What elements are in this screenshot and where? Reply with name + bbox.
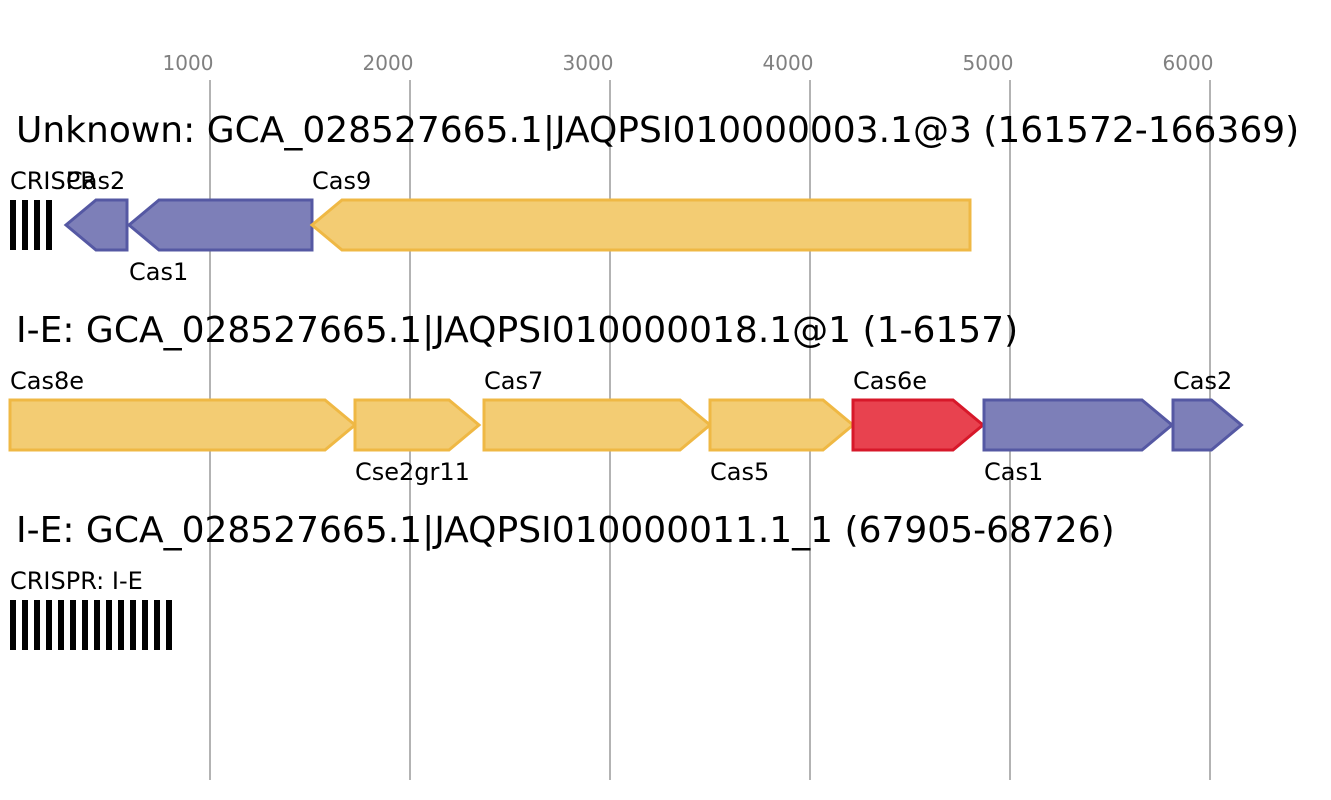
crispr-repeat: [46, 200, 52, 250]
gene-arrow-cas1: [126, 198, 314, 252]
crispr-repeat: [10, 600, 16, 650]
gene-arrow-cas2: [1171, 398, 1244, 452]
crispr-repeat: [94, 600, 100, 650]
axis-tick-labels: 1000 2000 3000 4000 5000 6000: [163, 51, 1214, 75]
crispr-label: CRISPR: [10, 167, 97, 195]
axis-tick-label: 4000: [763, 51, 814, 75]
crispr-repeat: [46, 600, 52, 650]
crispr-repeat: [154, 600, 160, 650]
track-title: I-E: GCA_028527665.1|JAQPSI010000018.1@1…: [16, 310, 1018, 351]
crispr-array: [10, 600, 172, 650]
gene-arrow-cas5: [708, 398, 856, 452]
gene-arrow-cas9: [309, 198, 972, 252]
gene-label: Cas7: [484, 367, 543, 395]
crispr-array: [10, 200, 52, 250]
locus-tracks: Unknown: GCA_028527665.1|JAQPSI010000003…: [8, 110, 1299, 650]
gene-arrow-cas8e: [8, 398, 358, 452]
axis-tick-label: 5000: [963, 51, 1014, 75]
axis-tick-label: 3000: [563, 51, 614, 75]
locus-track: I-E: GCA_028527665.1|JAQPSI010000011.1_1…: [10, 510, 1115, 650]
crispr-label: CRISPR: I-E: [10, 567, 143, 595]
crispr-repeat: [106, 600, 112, 650]
crispr-repeat: [166, 600, 172, 650]
crispr-repeat: [22, 600, 28, 650]
axis-tick-label: 2000: [363, 51, 414, 75]
track-title: Unknown: GCA_028527665.1|JAQPSI010000003…: [16, 110, 1299, 151]
crispr-repeat: [82, 600, 88, 650]
gene-arrow-cas2: [63, 198, 129, 252]
locus-track: Unknown: GCA_028527665.1|JAQPSI010000003…: [10, 110, 1299, 286]
gene-arrow-cas1: [982, 398, 1175, 452]
crispr-repeat: [10, 200, 16, 250]
crispr-repeat: [34, 200, 40, 250]
crispr-repeat: [58, 600, 64, 650]
gene-arrow-cas6e: [851, 398, 986, 452]
crispr-repeat: [70, 600, 76, 650]
gene-label: Cas8e: [10, 367, 84, 395]
gene-label: Cse2gr11: [355, 458, 470, 486]
locus-track: I-E: GCA_028527665.1|JAQPSI010000018.1@1…: [8, 310, 1244, 486]
gene-label: Cas9: [312, 167, 371, 195]
crispr-repeat: [142, 600, 148, 650]
crispr-repeat: [22, 200, 28, 250]
gene-label: Cas2: [66, 167, 125, 195]
gene-arrow-cse2gr11: [353, 398, 482, 452]
gene-label: Cas2: [1173, 367, 1232, 395]
gene-label: Cas1: [129, 258, 188, 286]
crispr-repeat: [130, 600, 136, 650]
gene-arrow-cas7: [482, 398, 713, 452]
gene-label: Cas1: [984, 458, 1043, 486]
gene-label: Cas5: [710, 458, 769, 486]
crispr-repeat: [34, 600, 40, 650]
crispr-repeat: [118, 600, 124, 650]
gene-label: Cas6e: [853, 367, 927, 395]
axis-tick-label: 6000: [1163, 51, 1214, 75]
axis-tick-label: 1000: [163, 51, 214, 75]
track-title: I-E: GCA_028527665.1|JAQPSI010000011.1_1…: [16, 510, 1115, 551]
